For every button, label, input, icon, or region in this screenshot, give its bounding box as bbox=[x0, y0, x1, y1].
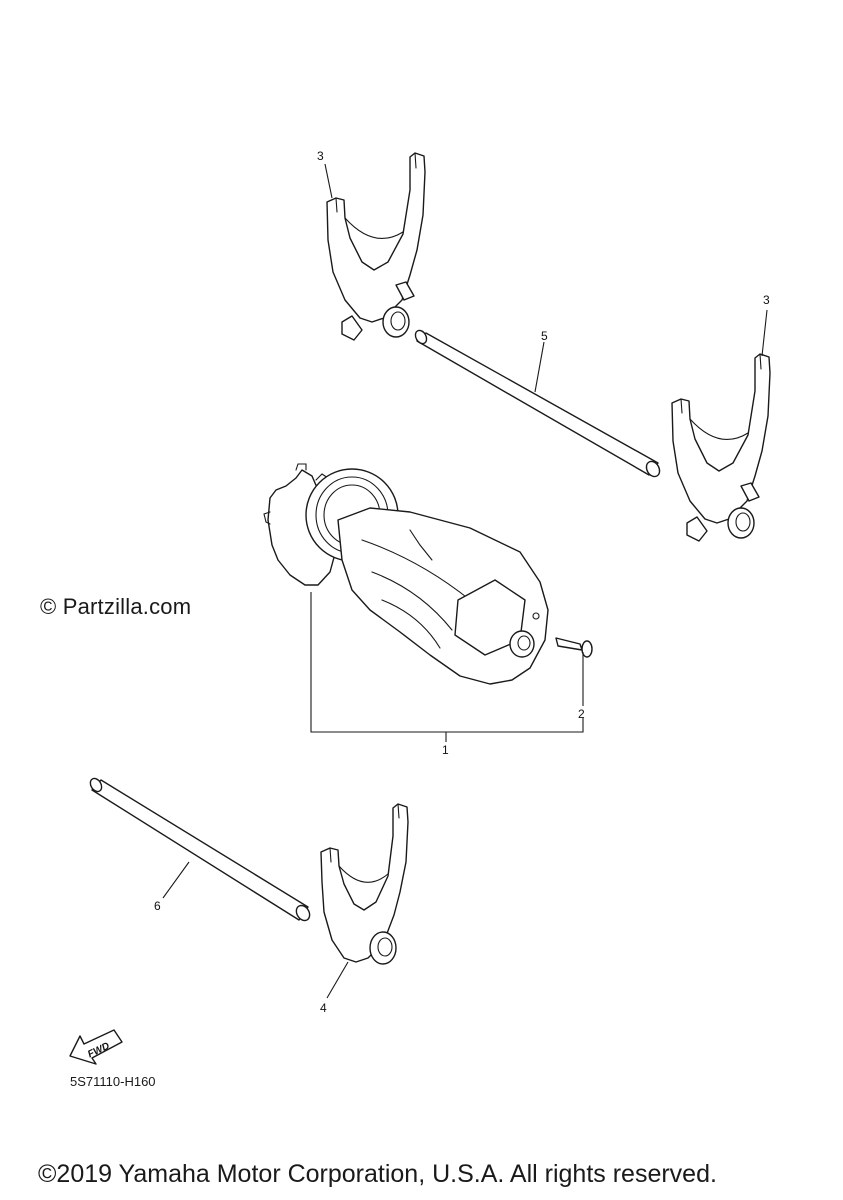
shift-fork-upper-left bbox=[326, 152, 426, 341]
callout-labels: 3 3 5 2 1 6 4 bbox=[154, 149, 770, 1015]
callout-fork-upper-right: 3 bbox=[763, 293, 770, 307]
callout-fork-lower: 4 bbox=[320, 1001, 327, 1015]
callout-shift-drum: 1 bbox=[442, 743, 449, 757]
shift-drum bbox=[263, 463, 549, 685]
callout-guide-bar-lower: 6 bbox=[154, 899, 161, 913]
copyright-notice: ©2019 Yamaha Motor Corporation, U.S.A. A… bbox=[38, 1160, 717, 1188]
leader-lines bbox=[162, 163, 768, 999]
partzilla-watermark: © Partzilla.com bbox=[40, 594, 192, 619]
callout-guide-bar-upper: 5 bbox=[541, 329, 548, 343]
callout-screw: 2 bbox=[578, 707, 585, 721]
guide-bar-lower bbox=[89, 777, 311, 922]
screw bbox=[555, 637, 593, 658]
shift-fork-upper-right bbox=[671, 353, 771, 542]
shift-fork-lower bbox=[320, 803, 409, 965]
guide-bar-upper bbox=[414, 329, 661, 478]
callout-fork-upper-left: 3 bbox=[317, 149, 324, 163]
diagram-code: 5S71110-H160 bbox=[70, 1074, 156, 1089]
fwd-arrow-icon: FWD bbox=[69, 1029, 123, 1065]
